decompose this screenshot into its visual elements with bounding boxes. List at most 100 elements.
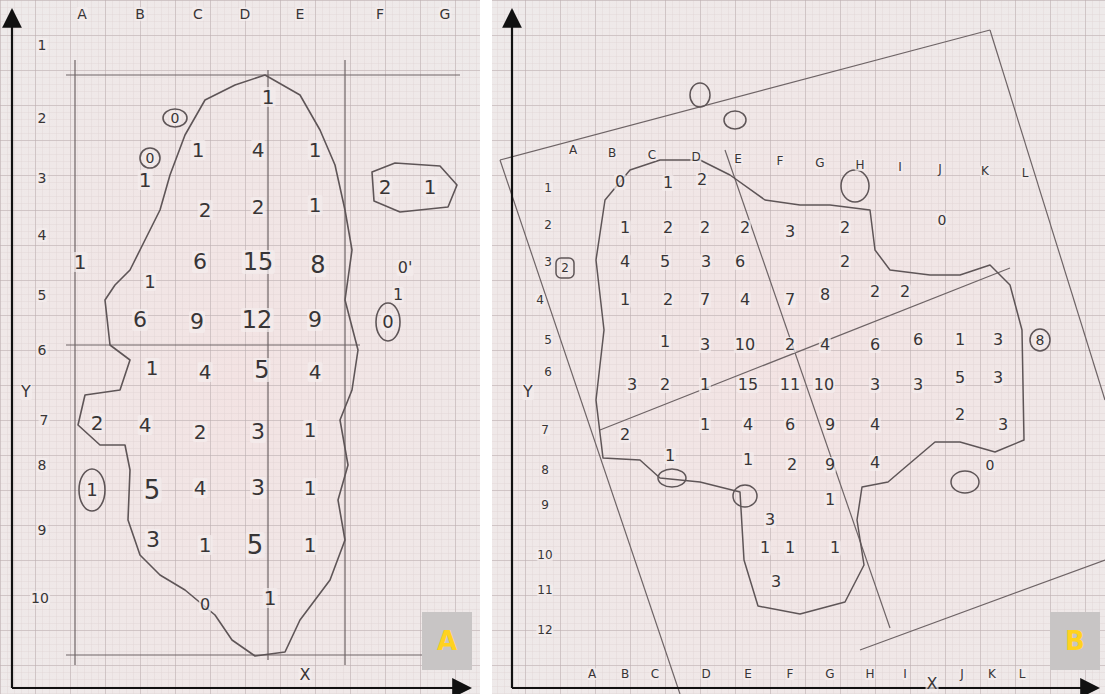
grid-label: 2 xyxy=(869,284,881,300)
grid-label: 1 xyxy=(954,332,966,348)
grid-label: B xyxy=(620,668,630,680)
grid-label: 1 xyxy=(699,417,711,433)
grid-label: 1 xyxy=(392,287,404,303)
grid-label: 3 xyxy=(770,574,782,590)
grid-label: 3 xyxy=(250,477,266,499)
grid-label: 4 xyxy=(535,294,545,306)
grid-label: A xyxy=(568,144,578,156)
panel-letter: B xyxy=(1065,628,1085,654)
grid-label: H xyxy=(854,159,865,171)
grid-label: 4 xyxy=(869,455,881,471)
grid-label: X xyxy=(926,676,939,692)
grid-label: F xyxy=(786,668,795,680)
grid-label: 15 xyxy=(737,377,759,393)
grid-label: C xyxy=(650,668,660,680)
grid-label: 10 xyxy=(734,337,756,353)
grid-label: 3 xyxy=(992,332,1004,348)
grid-label: 10 xyxy=(813,377,835,393)
grid-label: 5 xyxy=(37,288,48,302)
grid-label: X xyxy=(299,667,312,683)
grid-label: 2 xyxy=(662,220,674,236)
grid-label: 3 xyxy=(764,512,776,528)
grid-label: I xyxy=(902,668,908,680)
panel-letter-box: A xyxy=(422,612,472,670)
grid-label: 1 xyxy=(261,87,276,107)
grid-label: E xyxy=(295,7,306,21)
grid-label: 8 xyxy=(37,458,48,472)
grid-label: 2 xyxy=(251,197,266,217)
grid-label: 7 xyxy=(784,292,796,308)
grid-label: D xyxy=(690,151,701,163)
grid-label: 5 xyxy=(954,370,966,386)
grid-label: 2 xyxy=(699,220,711,236)
grid-label: 3 xyxy=(543,256,553,268)
grid-label: D xyxy=(239,7,252,21)
grid-label: 6 xyxy=(543,366,553,378)
grid-label: 2 xyxy=(786,457,798,473)
grid-label: 3 xyxy=(869,377,881,393)
grid-label: C xyxy=(647,149,657,161)
grid-label: 8 xyxy=(819,287,831,303)
grid-label: 10 xyxy=(536,549,553,561)
grid-label: B xyxy=(134,7,146,21)
grid-label: 6 xyxy=(869,337,881,353)
grid-label: 4 xyxy=(742,417,754,433)
grid-label: 6 xyxy=(37,343,48,357)
grid-label: 4 xyxy=(138,415,153,435)
grid-label: 8 xyxy=(1035,333,1046,347)
grid-label: 3 xyxy=(626,377,638,393)
grid-label: 9 xyxy=(824,457,836,473)
grid-label: 1 xyxy=(619,220,631,236)
grid-label: 3 xyxy=(784,224,796,240)
grid-label: 6 xyxy=(192,251,208,273)
grid-label: B xyxy=(607,147,617,159)
grid-label: C xyxy=(192,7,204,21)
grid-label: 1 xyxy=(198,535,213,555)
grid-label: 1 xyxy=(619,292,631,308)
grid-label: Y xyxy=(20,384,32,400)
grid-label: 2 xyxy=(839,220,851,236)
grid-label: J xyxy=(937,163,943,175)
grid-label: 12 xyxy=(536,624,553,636)
grid-label: 9 xyxy=(189,311,205,333)
grid-label: G xyxy=(814,157,825,169)
grid-label: 0 xyxy=(170,111,181,125)
grid-label: 0 xyxy=(145,151,156,165)
grid-label: 2 xyxy=(378,177,393,197)
panel-letter: A xyxy=(437,628,457,654)
grid-label: 1 xyxy=(85,481,98,499)
grid-label: 3 xyxy=(37,171,48,185)
grid-label: 5 xyxy=(543,334,553,346)
grid-label: 6 xyxy=(734,254,746,270)
grid-label: 0 xyxy=(381,313,394,331)
grid-label: 7 xyxy=(540,424,550,436)
grid-label: 1 xyxy=(191,140,206,160)
grid-label: 2 xyxy=(619,427,631,443)
grid-label: J xyxy=(959,668,965,680)
grid-label: 1 xyxy=(303,535,318,555)
grid-label: 2 xyxy=(954,407,966,423)
grid-label: 5 xyxy=(143,477,162,503)
grid-label: 4 xyxy=(869,417,881,433)
grid-label: 9 xyxy=(307,309,323,331)
grid-label: 8 xyxy=(309,253,326,277)
grid-label: 2 xyxy=(662,292,674,308)
grid-label: 0 xyxy=(985,458,996,472)
grid-label: 1 xyxy=(659,334,671,350)
grid-label: 4 xyxy=(819,337,831,353)
grid-label: 2 xyxy=(198,200,213,220)
grid-label: 4 xyxy=(308,362,323,382)
grid-label: L xyxy=(1018,668,1027,680)
grid-label: 4 xyxy=(739,292,751,308)
grid-label: 11 xyxy=(536,584,553,596)
grid-label: G xyxy=(439,7,452,21)
grid-label: 3 xyxy=(992,370,1004,386)
grid-label: I xyxy=(897,161,903,173)
grid-label: 5 xyxy=(253,358,270,382)
grid-label: 2 xyxy=(784,337,796,353)
grid-label: 0 xyxy=(937,213,948,227)
grid-label: 3 xyxy=(912,377,924,393)
grid-label: H xyxy=(864,668,875,680)
grid-label: 5 xyxy=(659,254,671,270)
